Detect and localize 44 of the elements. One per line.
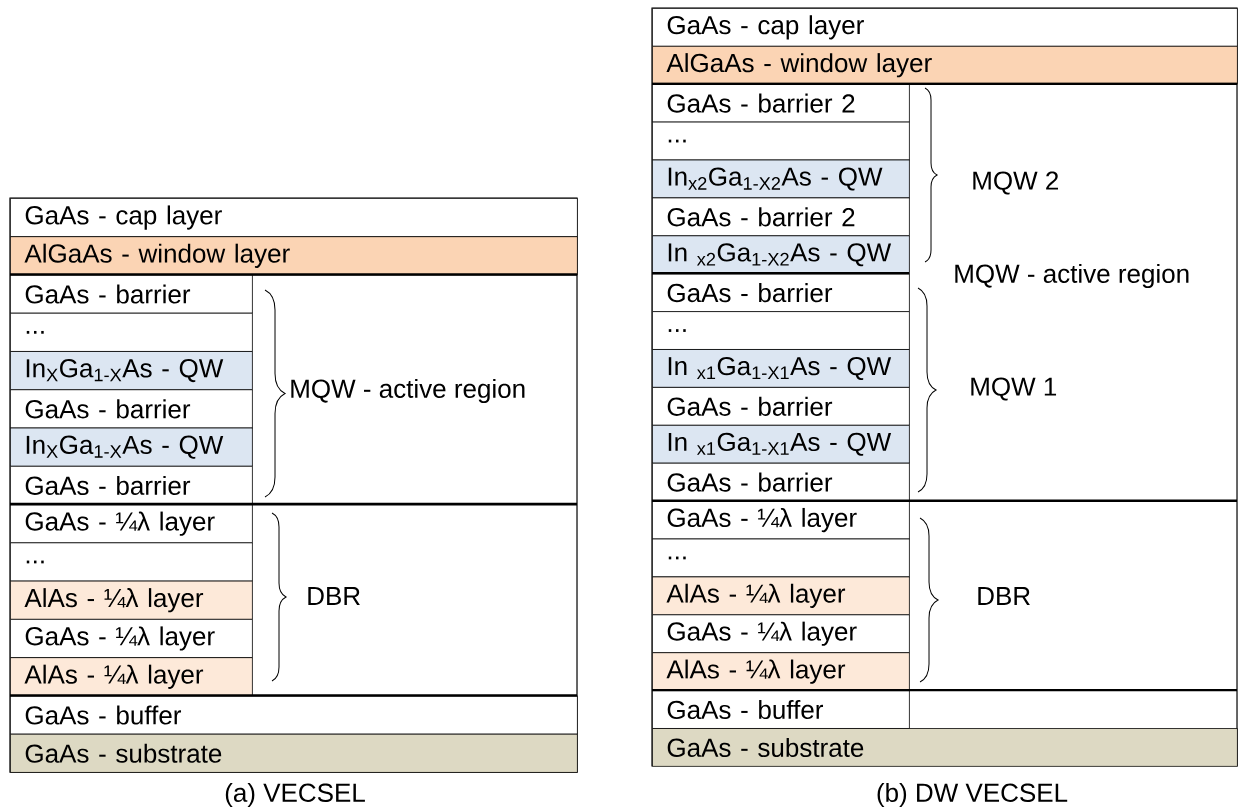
layer-box: In $_{x1}$Ga$_{1-X1}$As - QW xyxy=(652,349,910,388)
layer-box: GaAs - ¼λ layer xyxy=(10,618,253,659)
layer-box: AlAs - ¼λ layer xyxy=(652,652,910,691)
layer-box: AlGaAs - window layer xyxy=(10,236,578,276)
layer-box: GaAs - barrier xyxy=(10,274,253,314)
layer-box: GaAs - ¼λ layer xyxy=(652,614,910,654)
layer-box: ... xyxy=(652,538,910,578)
layer-box: GaAs - barrier xyxy=(10,389,253,429)
region-label: MQW - active region xyxy=(291,378,525,404)
layer-box: In$_{x2}$Ga$_{1-X2}$As - QW xyxy=(652,159,910,199)
layer-box: GaAs - buffer xyxy=(652,690,910,729)
layer-box: AlAs - ¼λ layer xyxy=(10,580,253,620)
layer-box: ... xyxy=(10,542,253,582)
layer-box: ... xyxy=(652,121,910,161)
layer-box: GaAs - ¼λ layer xyxy=(652,500,910,540)
layer-box: In$_{X}$Ga$_{1-X}$As - QW xyxy=(10,427,253,467)
layer-box: GaAs - buffer xyxy=(10,695,578,735)
layer-box: GaAs - substrate xyxy=(10,733,578,773)
layer-box: AlGaAs - window layer xyxy=(652,45,1238,85)
region-label: MQW 1 xyxy=(971,377,1057,401)
layer-box: GaAs - ¼λ layer xyxy=(10,504,253,544)
layer-box: ... xyxy=(10,312,253,352)
layer-box: In $_{x1}$Ga$_{1-X1}$As - QW xyxy=(652,424,910,464)
layer-box: GaAs - barrier xyxy=(652,462,910,502)
region-label: DBR xyxy=(308,587,360,605)
layer-box: In $_{x2}$Ga$_{1-X2}$As - QW xyxy=(652,235,910,275)
layer-box: GaAs - barrier xyxy=(652,273,910,312)
layer-box: GaAs - barrier 2 xyxy=(652,83,910,123)
layer-box: AlAs - ¼λ layer xyxy=(10,657,253,697)
layer-box: AlAs - ¼λ layer xyxy=(652,576,910,616)
region-label: MQW - active region xyxy=(955,263,1189,289)
region-label: DBR xyxy=(978,587,1030,605)
layer-box: GaAs - cap layer xyxy=(10,198,578,238)
layer-box: GaAs - barrier xyxy=(10,465,253,505)
caption: (a) VECSEL xyxy=(225,782,365,808)
layer-box: ... xyxy=(652,311,910,350)
region-label: MQW 2 xyxy=(973,171,1058,195)
layer-box: In$_{X}$Ga$_{1-X}$As - QW xyxy=(10,351,253,391)
layer-box: GaAs - substrate xyxy=(652,728,1238,767)
layer-box: GaAs - barrier 2 xyxy=(652,197,910,237)
layer-box: GaAs - barrier xyxy=(652,387,910,426)
layer-box: GaAs - cap layer xyxy=(652,8,1238,47)
node-label: GaAs - cap layer xyxy=(667,15,864,40)
caption: (b) DW VECSEL xyxy=(877,782,1068,808)
